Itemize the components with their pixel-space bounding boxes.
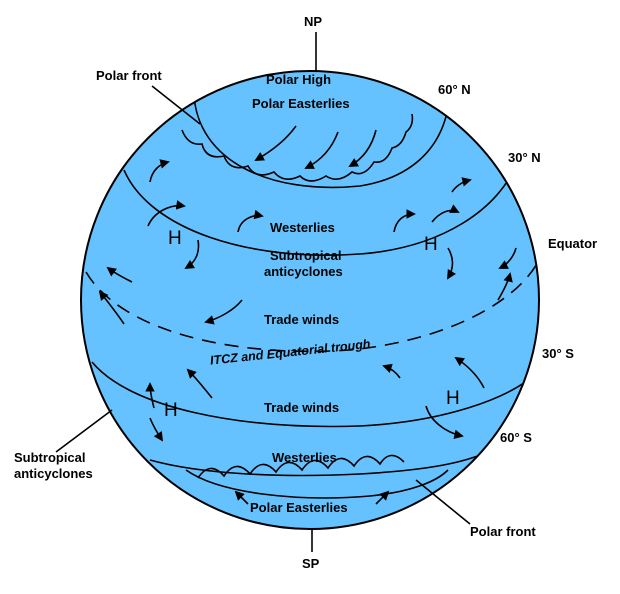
arrow-s-3 — [454, 356, 485, 389]
arrow-s-6 — [425, 405, 464, 440]
arrow-s-1 — [186, 368, 213, 399]
subtropical-south-callout-1: Subtropical — [14, 450, 86, 465]
arrow-polar-easterly-2 — [304, 131, 339, 169]
arrow-n-10 — [106, 266, 133, 283]
arrow-n-12 — [497, 272, 513, 301]
equator-dashed-line — [85, 257, 539, 353]
polar-front-north-callout: Polar front — [96, 68, 162, 83]
arrow-n-5 — [393, 209, 416, 233]
arrow-n-4 — [237, 209, 264, 233]
arrow-trade-n — [204, 299, 243, 325]
arrow-s-4 — [145, 382, 155, 409]
polar-easterlies-south-label: Polar Easterlies — [250, 500, 348, 515]
subtropical-north-label-1: Subtropical — [270, 248, 342, 263]
equator-label: Equator — [548, 236, 597, 251]
subtropical-north-label-2: anticyclones — [264, 264, 343, 279]
latitude-60s-label: 60° S — [500, 430, 532, 445]
latitude-30s-line — [91, 361, 539, 428]
arrow-s-5 — [149, 417, 164, 442]
arrow-s-8 — [375, 490, 390, 505]
polar-front-south-leader — [415, 479, 471, 525]
westerlies-north-label: Westerlies — [270, 220, 335, 235]
arrow-n-11 — [98, 290, 125, 325]
latitude-30n-line — [123, 159, 519, 256]
polar-front-south-scallops — [197, 454, 405, 479]
latitude-30s-label: 30° S — [542, 346, 574, 361]
arrow-s-2 — [382, 363, 401, 379]
south-pole-label: SP — [302, 556, 320, 571]
polar-front-south-callout: Polar front — [470, 524, 536, 539]
arrow-n-2 — [147, 200, 186, 227]
arrow-polar-easterly-3 — [348, 129, 377, 167]
polar-high-label: Polar High — [266, 72, 331, 87]
arrow-n-7 — [451, 177, 472, 193]
trade-winds-south-label: Trade winds — [264, 400, 339, 415]
polar-easterlies-north-label: Polar Easterlies — [252, 96, 350, 111]
north-pole-label: NP — [304, 14, 322, 29]
high-pressure-south-east: H — [446, 388, 460, 409]
westerlies-south-label: Westerlies — [272, 450, 337, 465]
trade-winds-north-label: Trade winds — [264, 312, 339, 327]
arrow-polar-easterly-1 — [254, 125, 297, 161]
high-pressure-south-west: H — [164, 400, 178, 421]
polar-cap-south-line — [185, 469, 449, 499]
arrow-s-7 — [234, 490, 249, 505]
latitude-60n-label: 60° N — [438, 82, 471, 97]
arrow-n-6 — [431, 204, 460, 223]
latitude-30n-label: 30° N — [508, 150, 541, 165]
high-pressure-north-east: H — [424, 234, 438, 255]
polar-front-north-leader — [151, 85, 201, 125]
subtropical-south-callout-2: anticyclones — [14, 466, 93, 481]
arrow-n-3 — [184, 239, 200, 269]
arrow-n-8 — [447, 247, 457, 280]
high-pressure-north-west: H — [168, 228, 182, 249]
globe-sphere — [80, 70, 540, 530]
arrow-n-9 — [498, 247, 517, 269]
latitude-60s-line — [149, 439, 509, 477]
polar-front-north-scallops — [181, 113, 414, 182]
polar-cap-north-line — [193, 94, 449, 189]
arrow-n-1 — [149, 159, 170, 183]
subtropical-south-leader — [55, 409, 113, 453]
